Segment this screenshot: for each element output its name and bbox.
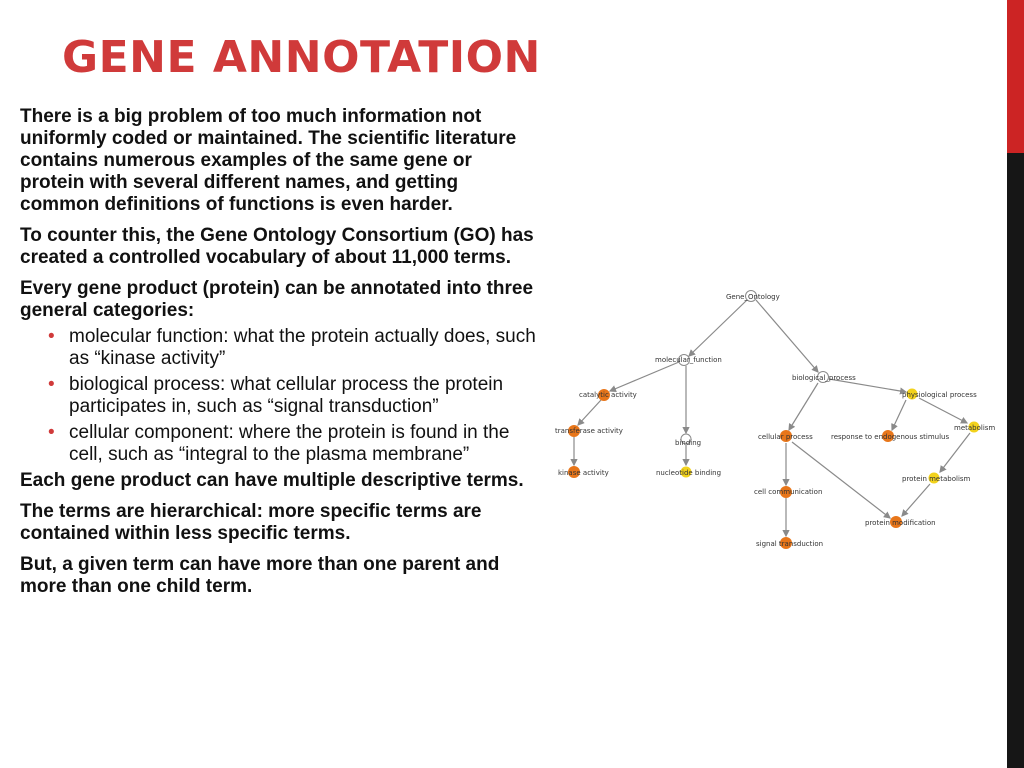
node-binding: binding — [675, 433, 701, 447]
bullet-cellular-component: • cellular component: where the protein i… — [48, 422, 540, 466]
node-biological-process: biological_process — [792, 371, 856, 383]
bullet-text: cellular component: where the protein is… — [69, 422, 510, 465]
node-gene-ontology: Gene_Ontology — [726, 290, 780, 302]
node-label: catalytic activity — [579, 391, 637, 399]
bullet-dot: • — [48, 374, 55, 395]
node-label: metabolism — [954, 424, 995, 432]
node-label: physiological process — [902, 391, 977, 399]
node-catalytic-activity: catalytic activity — [579, 389, 637, 401]
node-label: kinase activity — [558, 469, 609, 477]
node-protein-metabolism: protein metabolism — [902, 472, 971, 484]
node-label: protein modification — [865, 519, 936, 527]
bullet-dot: • — [48, 422, 55, 443]
node-label: signal transduction — [756, 540, 823, 548]
node-label: response to endogenous stimulus — [831, 433, 949, 441]
node-label: biological_process — [792, 374, 856, 382]
node-signal-transduction: signal transduction — [756, 537, 823, 549]
edge-physiological-to-metabolism — [918, 397, 969, 424]
node-kinase-activity: kinase activity — [558, 466, 609, 478]
edge-bp-to-physiological — [828, 378, 908, 395]
bullet-text: molecular function: what the protein act… — [69, 326, 536, 369]
bullet-dot: • — [48, 326, 55, 347]
node-label: binding — [675, 439, 701, 447]
bullet-molecular-function: • molecular function: what the protein ac… — [48, 326, 540, 370]
node-label: cell communication — [754, 488, 822, 496]
category-bullet-list: • molecular function: what the protein ac… — [20, 326, 540, 466]
paragraph-go-consortium: To counter this, the Gene Ontology Conso… — [20, 225, 534, 268]
node-metabolism: metabolism — [954, 421, 995, 433]
bullet-biological-process: • biological process: what cellular proce… — [48, 374, 540, 418]
node-label: protein metabolism — [902, 475, 971, 483]
edge-bp-to-cellular-process — [788, 382, 819, 432]
paragraph-multiple-parents: But, a given term can have more than one… — [20, 554, 500, 597]
edge-mf-to-catalytic — [608, 361, 680, 392]
edge-cellular-to-protein-modification — [791, 441, 891, 519]
slide-title: GENE ANNOTATION — [62, 32, 541, 83]
node-cell-communication: cell communication — [754, 486, 822, 498]
side-accent-black — [1007, 153, 1024, 768]
edge-go-to-biological-process — [755, 299, 819, 373]
side-accent-red — [1007, 0, 1024, 153]
slide-body: There is a big problem of too much infor… — [20, 106, 540, 607]
node-label: molecular_function — [655, 356, 722, 364]
node-molecular-function: molecular_function — [655, 354, 722, 366]
node-cellular-process: cellular process — [758, 430, 813, 442]
node-response-to-endogenous-stimulus: response to endogenous stimulus — [831, 430, 949, 442]
node-label: nucleotide binding — [656, 469, 721, 477]
paragraph-information-problem: There is a big problem of too much infor… — [20, 106, 517, 215]
node-transferase-activity: transferase activity — [555, 425, 623, 437]
paragraph-multiple-terms: Each gene product can have multiple desc… — [20, 470, 524, 491]
paragraph-three-categories: Every gene product (protein) can be anno… — [20, 278, 534, 321]
node-protein-modification: protein modification — [865, 516, 936, 528]
node-label: transferase activity — [555, 427, 623, 435]
bullet-text: biological process: what cellular proces… — [69, 374, 504, 417]
edge-go-to-molecular-function — [688, 299, 748, 357]
node-label: cellular process — [758, 433, 813, 441]
edge-physiological-to-response — [891, 399, 907, 432]
node-label: Gene_Ontology — [726, 293, 780, 301]
node-physiological-process: physiological process — [902, 388, 977, 400]
edge-metabolism-to-protein-metabolism — [939, 432, 971, 473]
node-nucleotide-binding: nucleotide binding — [656, 466, 721, 478]
gene-ontology-graph: Gene_Ontology molecular_function biologi… — [555, 290, 995, 549]
edge-protein-metabolism-to-modification — [901, 483, 931, 517]
paragraph-hierarchical: The terms are hierarchical: more specifi… — [20, 501, 482, 544]
edge-catalytic-to-transferase — [577, 399, 602, 426]
